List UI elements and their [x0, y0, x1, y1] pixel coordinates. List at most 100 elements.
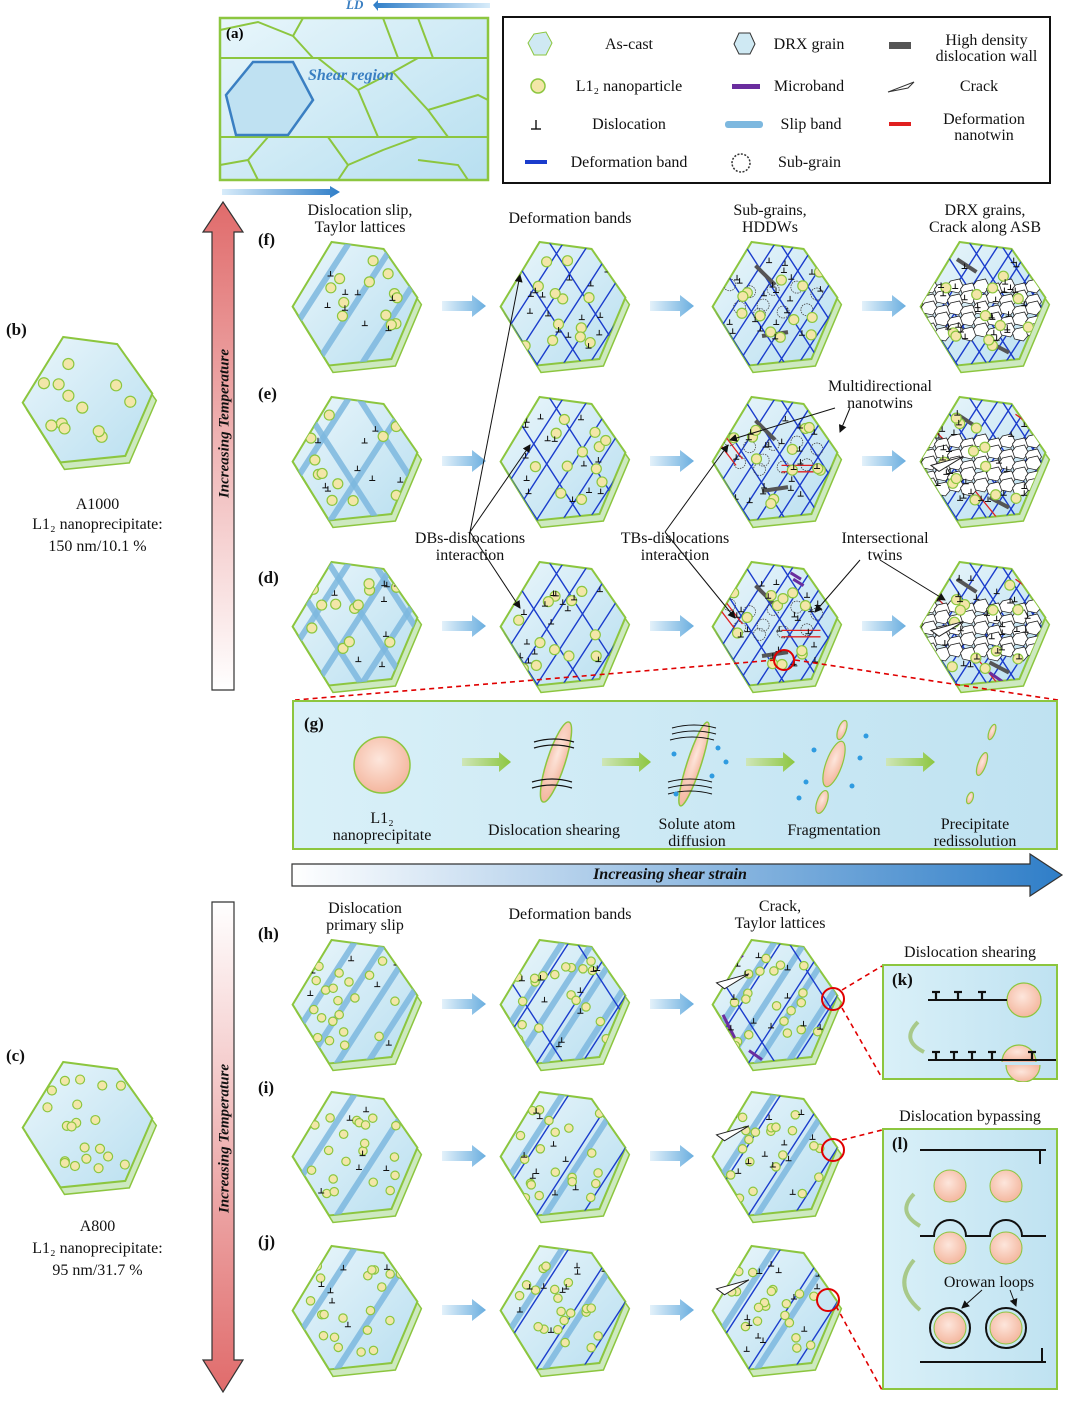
temperature-label-top: Increasing Temperature — [216, 348, 233, 499]
panel-g-label: (g) — [304, 714, 324, 733]
top-stage-4: DRX grains,Crack along ASB — [929, 202, 1041, 236]
panel-g: (g) — [292, 700, 1058, 850]
panel-c-name: A800 — [79, 1218, 116, 1235]
legend-l12: L1₂ nanoparticle — [575, 78, 683, 95]
legend-crack: Crack — [959, 78, 999, 95]
grain-schematic — [290, 938, 430, 1081]
grain-schematic — [498, 240, 638, 383]
legend: As-cast DRX grain High density dislocati… — [502, 16, 1051, 184]
grain-schematic — [710, 1244, 850, 1387]
panel-l-label: (l) — [892, 1134, 909, 1153]
stage-arrow-icon — [442, 1299, 486, 1326]
panel-l: (l) Orowan loops — [882, 1128, 1058, 1390]
legend-drx: DRX grain — [773, 36, 845, 53]
stage-arrow-icon — [650, 450, 694, 477]
stage-arrow-icon — [650, 295, 694, 322]
legend-as-cast: As-cast — [605, 36, 653, 53]
dislocation-icon — [531, 120, 541, 130]
hddw-icon — [889, 42, 911, 49]
slip-band-icon — [725, 121, 763, 128]
shear-strain-label: Increasing shear strain — [593, 866, 747, 883]
stage-arrow-icon — [442, 1145, 486, 1172]
legend-dislocation: Dislocation — [592, 116, 666, 133]
ld-label: LD — [346, 0, 364, 12]
stage-arrow-icon — [442, 615, 486, 642]
grain-schematic — [498, 560, 638, 703]
stage-arrow-icon — [862, 450, 906, 477]
bottom-stage-3: Crack,Taylor lattices — [734, 898, 826, 932]
panel-a: Shear region (a) LD — [218, 0, 490, 200]
grain-schematic — [498, 1244, 638, 1387]
panel-c-size: 95 nm/31.7 % — [52, 1262, 143, 1279]
g-step-2: Dislocation shearing — [488, 822, 620, 839]
panel-c-text: L1₂ nanoprecipitate: — [32, 1240, 163, 1257]
stage-arrow-icon — [650, 1145, 694, 1172]
panel-a-diagram: Shear region (a) — [218, 0, 490, 198]
panel-b-text: L1₂ nanoprecipitate: — [32, 516, 163, 533]
panel-g-diagram — [353, 719, 997, 815]
grain-schematic — [710, 938, 850, 1081]
microband-icon — [732, 84, 760, 89]
row-j-label: (j) — [258, 1232, 275, 1251]
deformation-band-icon — [525, 160, 547, 164]
legend-icons — [525, 31, 915, 173]
orowan-loops-label: Orowan loops — [943, 1274, 1035, 1291]
stage-arrow-icon — [650, 1299, 694, 1326]
grain-schematic — [498, 395, 638, 538]
panel-l-title: Dislocation bypassing — [899, 1108, 1041, 1125]
grain-schematic — [918, 560, 1058, 703]
grain-schematic — [710, 1090, 850, 1233]
sub-grain-icon — [731, 153, 751, 173]
row-e-label: (e) — [258, 384, 277, 403]
panel-l-diagram — [902, 1149, 1046, 1363]
ld-arrow — [373, 0, 490, 11]
drx-grain-icon — [733, 32, 756, 55]
stage-arrow-icon — [442, 295, 486, 322]
temperature-arrow-bottom — [201, 901, 245, 1394]
panel-b-grain — [20, 335, 165, 480]
top-stage-3: Sub-grains,HDDWs — [733, 202, 807, 236]
nanotwin-icon — [889, 122, 911, 126]
shear-strain-arrow — [291, 852, 1064, 898]
panel-c-label: (c) — [6, 1046, 25, 1065]
grain-schematic — [290, 1244, 430, 1387]
panel-k-diagram — [908, 982, 1056, 1082]
legend-microband: Microband — [773, 78, 845, 95]
grain-schematic — [710, 240, 850, 383]
temperature-label-bottom: Increasing Temperature — [216, 1063, 233, 1214]
legend-slip-band: Slip band — [780, 116, 842, 133]
grain-schematic — [710, 395, 850, 538]
row-h-label: (h) — [258, 924, 279, 943]
grain-schematic — [918, 395, 1058, 538]
crack-icon — [887, 81, 915, 93]
legend-deformation-band: Deformation band — [570, 154, 688, 171]
as-cast-icon — [527, 31, 553, 56]
l12-nanoparticle-icon — [530, 78, 546, 94]
panel-k-label: (k) — [892, 970, 913, 989]
precipitate-sheared — [539, 721, 573, 803]
g-step-4: Fragmentation — [787, 822, 881, 839]
grain-schematic — [498, 1090, 638, 1233]
row-i-label: (i) — [258, 1078, 275, 1097]
top-stage-1: Dislocation slip,Taylor lattices — [307, 202, 413, 236]
grain-schematic — [290, 1090, 430, 1233]
ld-arrow-bottom — [222, 186, 340, 198]
legend-sub-grain: Sub-grain — [777, 154, 842, 171]
panel-b-name: A1000 — [75, 496, 120, 513]
stage-arrow-icon — [442, 450, 486, 477]
stage-arrow-icon — [862, 295, 906, 322]
row-d-label: (d) — [258, 568, 279, 587]
row-f-label: (f) — [258, 230, 275, 249]
stage-arrow-icon — [650, 615, 694, 642]
grain-schematic — [710, 560, 850, 703]
grain-schematic — [290, 560, 430, 703]
legend-nanotwin: Deformation nanotwin — [943, 111, 1025, 144]
panel-k: (k) — [882, 964, 1058, 1082]
stage-arrow-icon — [650, 993, 694, 1020]
